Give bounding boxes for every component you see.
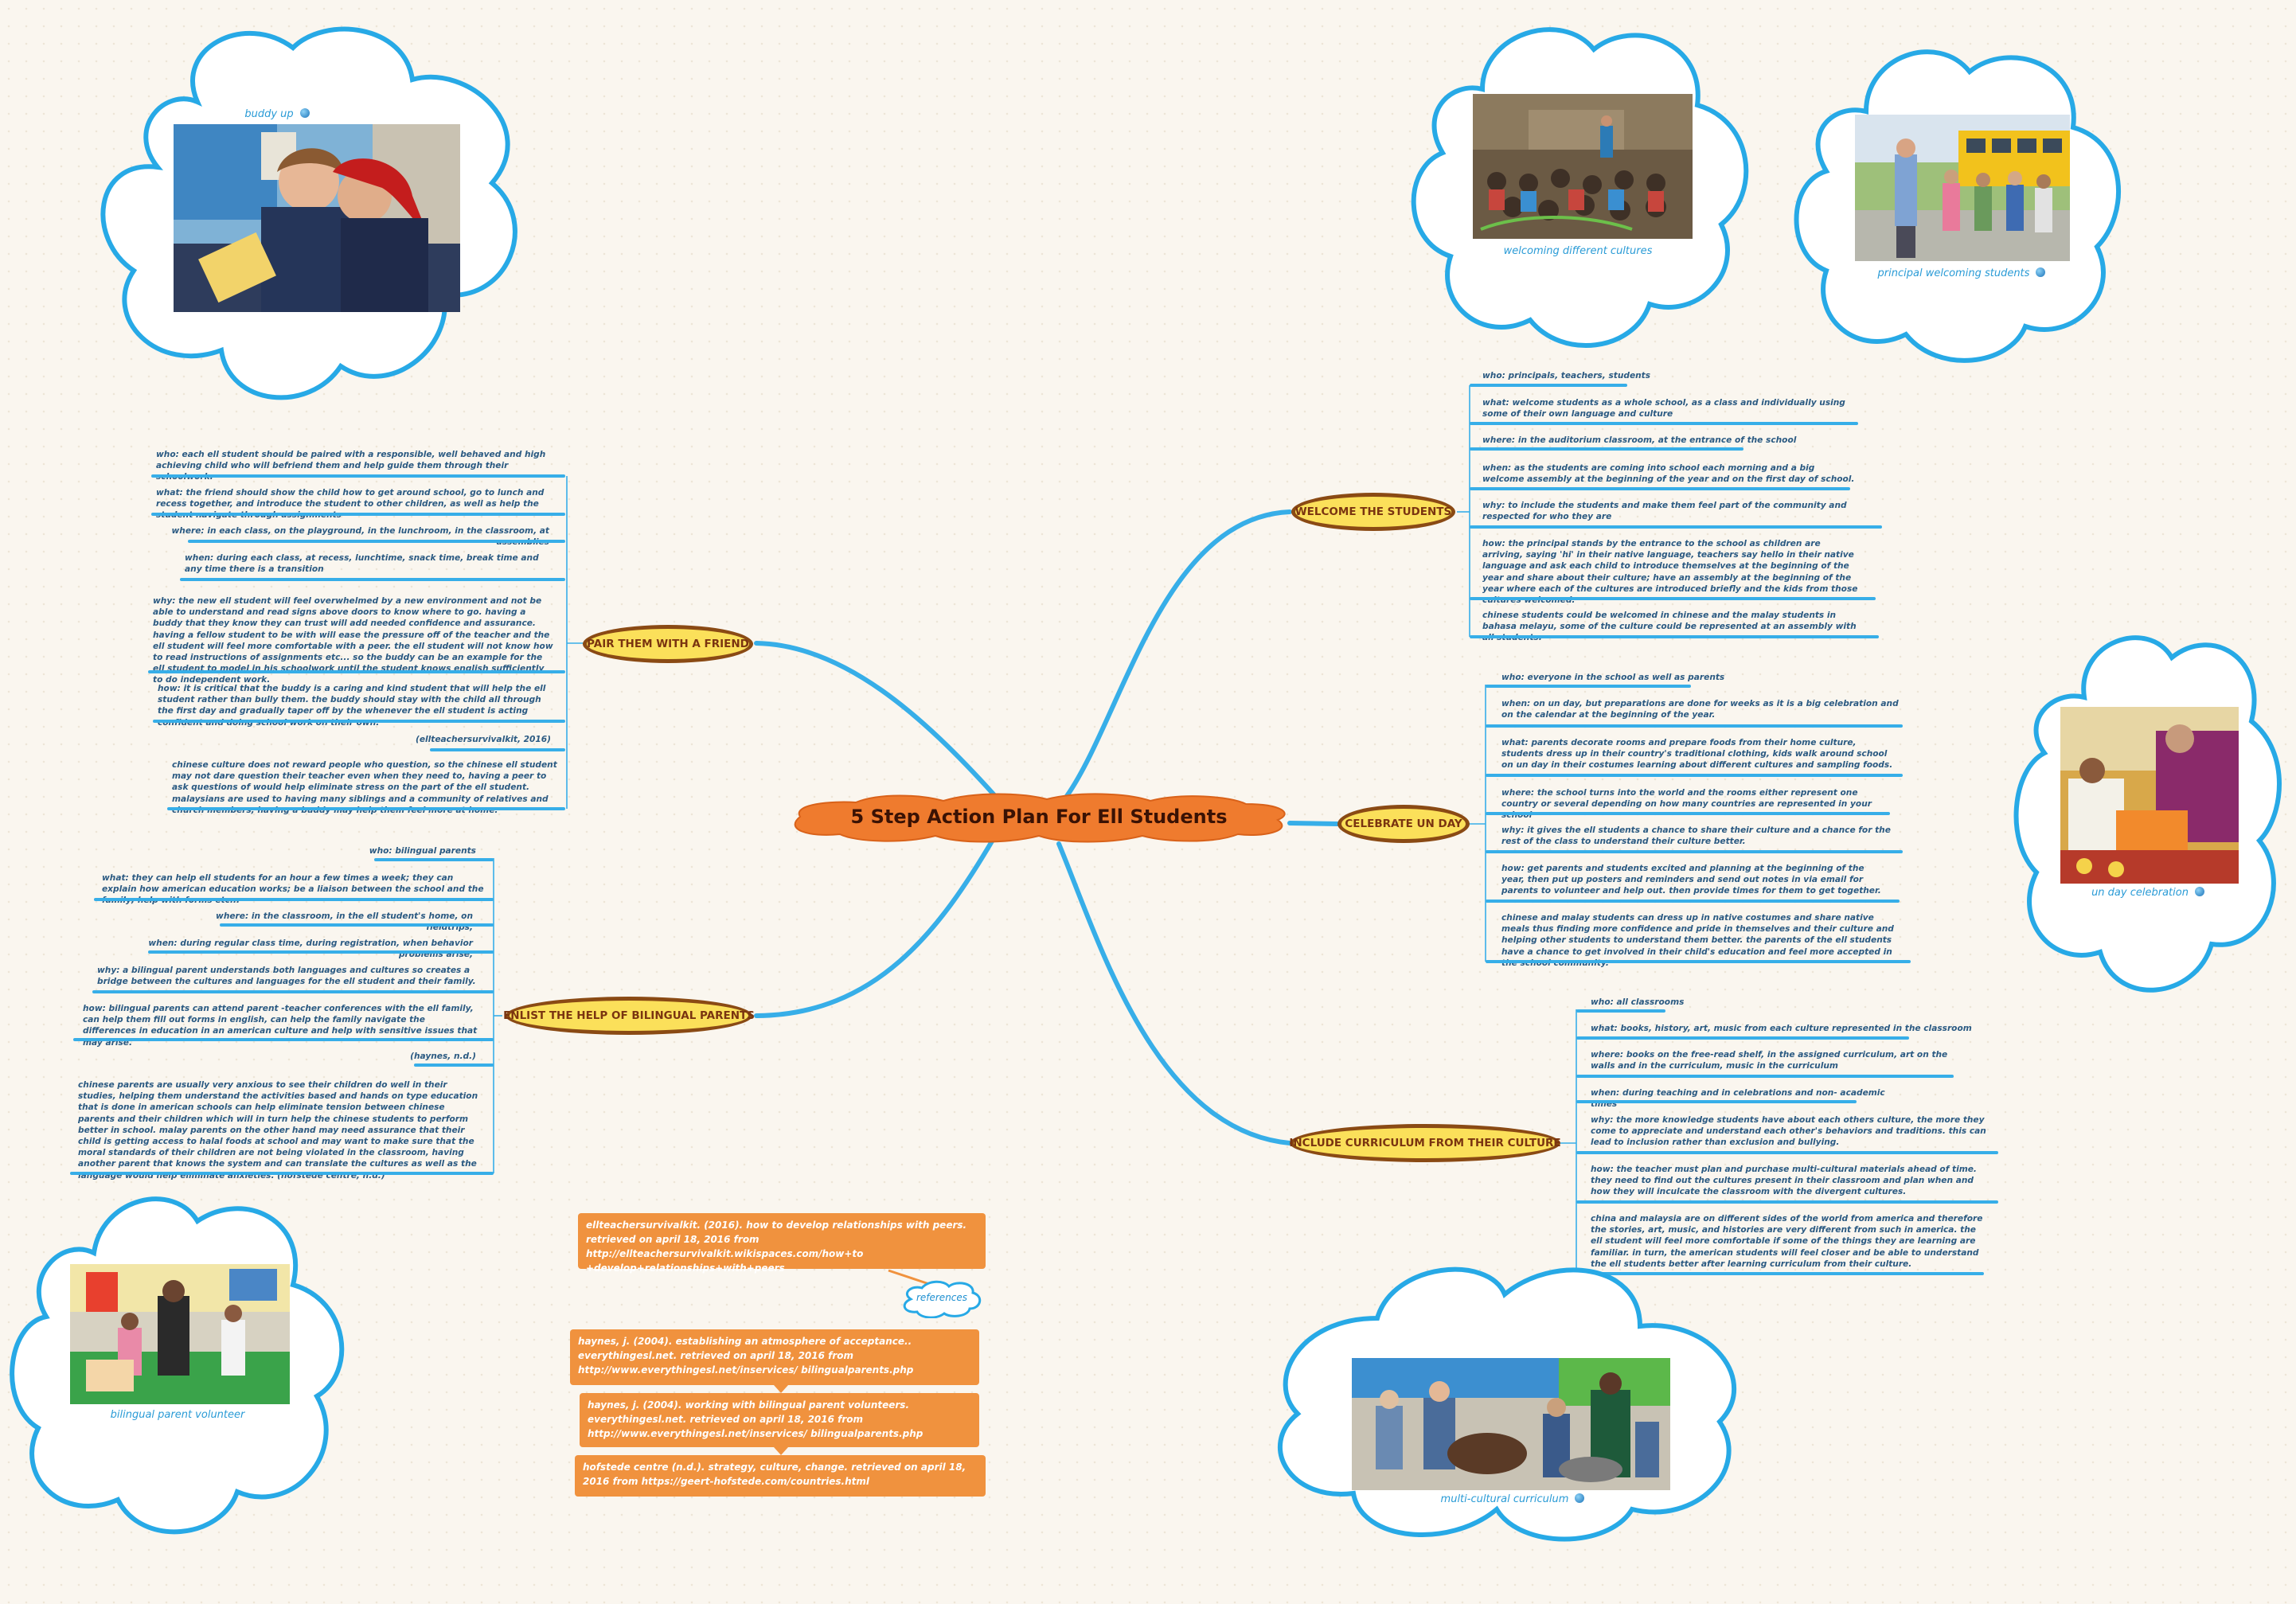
connector-curriculum: [1056, 841, 1292, 1145]
cloud-multicultural-curriculum[interactable]: multi-cultural curriculum: [1266, 1255, 1748, 1542]
globe-link-icon[interactable]: [1575, 1493, 1585, 1503]
branch-celebrate-un-day[interactable]: CELEBRATE UN DAY: [1337, 805, 1470, 843]
welcome-where[interactable]: where: in the auditorium classroom, at t…: [1482, 435, 1797, 445]
photo-multicultural-curriculum: [1352, 1358, 1670, 1490]
branch-curriculum-culture[interactable]: INCLUDE CURRICULUM FROM THEIR CULTURE: [1289, 1124, 1561, 1162]
bilingual-culture-note[interactable]: chinese parents are usually very anxious…: [78, 1080, 478, 1181]
connector-unday: [1287, 821, 1340, 826]
caption-welcoming-cultures: welcoming different cultures: [1503, 245, 1653, 257]
caption-un-day: un day celebration: [2091, 887, 2189, 899]
cloud-buddy-up[interactable]: buddy up: [94, 16, 532, 414]
photo-principal-welcoming: [1855, 115, 2070, 261]
bilingual-who[interactable]: who: bilingual parents: [369, 846, 476, 856]
welcome-who[interactable]: who: principals, teachers, students: [1482, 371, 1651, 381]
curriculum-where[interactable]: where: books on the free-read shelf, in …: [1591, 1050, 1948, 1071]
branch-bilingual-parents[interactable]: ENLIST THE HELP OF BILINGUAL PARENTS: [503, 997, 755, 1035]
branch-pair-friend[interactable]: PAIR THEM WITH A FRIEND: [583, 625, 753, 663]
references-label: references: [916, 1292, 968, 1303]
reference-haynes-volunteers-text: haynes, j. (2004). working with bilingua…: [588, 1399, 923, 1439]
unday-how[interactable]: how: get parents and students excited an…: [1501, 864, 1881, 896]
unday-culture-note[interactable]: chinese and malay students can dress up …: [1501, 913, 1894, 968]
unday-when[interactable]: when: on un day, but preparations are do…: [1501, 699, 1899, 720]
pair-citation[interactable]: (ellteachersurvivalkit, 2016): [416, 735, 551, 744]
curriculum-why[interactable]: why: the more knowledge students have ab…: [1591, 1115, 1986, 1148]
reference-haynes-acceptance-text: haynes, j. (2004). establishing an atmos…: [578, 1336, 914, 1376]
caption-buddy-up: buddy up: [244, 108, 294, 120]
cloud-principal-welcoming[interactable]: principal welcoming students: [1794, 40, 2122, 374]
curriculum-who[interactable]: who: all classrooms: [1591, 997, 1685, 1007]
welcome-why[interactable]: why: to include the students and make th…: [1482, 501, 1847, 522]
reference-hofstede[interactable]: hofstede centre (n.d.). strategy, cultur…: [575, 1455, 986, 1497]
pair-how[interactable]: how: it is critical that the buddy is a …: [158, 684, 546, 728]
connector-welcome: [1064, 509, 1292, 798]
welcome-when[interactable]: when: as the students are coming into sc…: [1482, 463, 1855, 485]
bilingual-why[interactable]: why: a bilingual parent understands both…: [97, 966, 476, 987]
branch-welcome-students[interactable]: WELCOME THE STUDENTS: [1291, 493, 1455, 531]
curriculum-how[interactable]: how: the teacher must plan and purchase …: [1591, 1165, 1977, 1197]
welcome-culture-note[interactable]: chinese students could be welcomed in ch…: [1482, 611, 1857, 642]
cloud-welcoming-cultures[interactable]: welcoming different cultures: [1411, 18, 1750, 361]
central-topic-label: 5 Step Action Plan For Ell Students: [850, 806, 1228, 828]
globe-link-icon[interactable]: [2194, 887, 2204, 896]
welcome-how[interactable]: how: the principal stands by the entranc…: [1482, 539, 1858, 606]
unday-what[interactable]: what: parents decorate rooms and prepare…: [1501, 738, 1893, 771]
bilingual-where[interactable]: where: in the classroom, in the ell stud…: [216, 911, 473, 933]
photo-un-day: [2060, 707, 2239, 884]
reference-ellteacher[interactable]: ellteachersurvivalkit. (2016). how to de…: [578, 1213, 986, 1274]
globe-link-icon[interactable]: [299, 108, 310, 118]
connector-pair: [754, 641, 998, 798]
cloud-un-day[interactable]: un day celebration: [2013, 618, 2283, 1009]
reference-haynes-acceptance[interactable]: haynes, j. (2004). establishing an atmos…: [570, 1329, 979, 1393]
bilingual-citation[interactable]: (haynes, n.d.): [410, 1052, 476, 1061]
bilingual-when[interactable]: when: during regular class time, during …: [148, 939, 473, 960]
caption-multicultural-curriculum: multi-cultural curriculum: [1440, 1493, 1569, 1505]
reference-hofstede-text: hofstede centre (n.d.). strategy, cultur…: [583, 1462, 966, 1487]
curriculum-when[interactable]: when: during teaching and in celebration…: [1591, 1088, 1885, 1110]
bilingual-what[interactable]: what: they can help ell students for an …: [102, 873, 484, 905]
cloud-bilingual-parent[interactable]: bilingual parent volunteer: [10, 1189, 350, 1540]
pair-what[interactable]: what: the friend should show the child h…: [156, 488, 545, 520]
connector-bilingual: [754, 833, 998, 1018]
photo-bilingual-parent: [70, 1264, 290, 1404]
reference-haynes-volunteers[interactable]: haynes, j. (2004). working with bilingua…: [580, 1393, 979, 1455]
photo-buddy-up: [174, 124, 460, 312]
unday-who[interactable]: who: everyone in the school as well as p…: [1501, 673, 1725, 682]
curriculum-culture-note[interactable]: china and malaysia are on different side…: [1591, 1214, 1983, 1269]
unday-why[interactable]: why: it gives the ell students a chance …: [1501, 825, 1891, 847]
bilingual-how[interactable]: how: bilingual parents can attend parent…: [83, 1004, 478, 1048]
globe-link-icon[interactable]: [2036, 267, 2046, 277]
references-node[interactable]: references: [898, 1280, 986, 1319]
photo-welcoming-cultures: [1473, 94, 1693, 239]
pair-culture-note[interactable]: chinese culture does not reward people w…: [172, 760, 557, 815]
caption-principal-welcoming: principal welcoming students: [1877, 267, 2030, 279]
welcome-what[interactable]: what: welcome students as a whole school…: [1482, 398, 1845, 420]
caption-bilingual-parent: bilingual parent volunteer: [110, 1409, 245, 1421]
central-topic[interactable]: 5 Step Action Plan For Ell Students: [784, 790, 1294, 844]
pair-where[interactable]: where: in each class, on the playground,…: [171, 526, 550, 547]
pair-who[interactable]: who: each ell student should be paired w…: [156, 450, 546, 482]
reference-ellteacher-text: ellteachersurvivalkit. (2016). how to de…: [586, 1220, 967, 1274]
pair-when[interactable]: when: during each class, at recess, lunc…: [185, 553, 539, 575]
curriculum-what[interactable]: what: books, history, art, music from ea…: [1591, 1024, 1972, 1033]
unday-where[interactable]: where: the school turns into the world a…: [1501, 788, 1872, 821]
